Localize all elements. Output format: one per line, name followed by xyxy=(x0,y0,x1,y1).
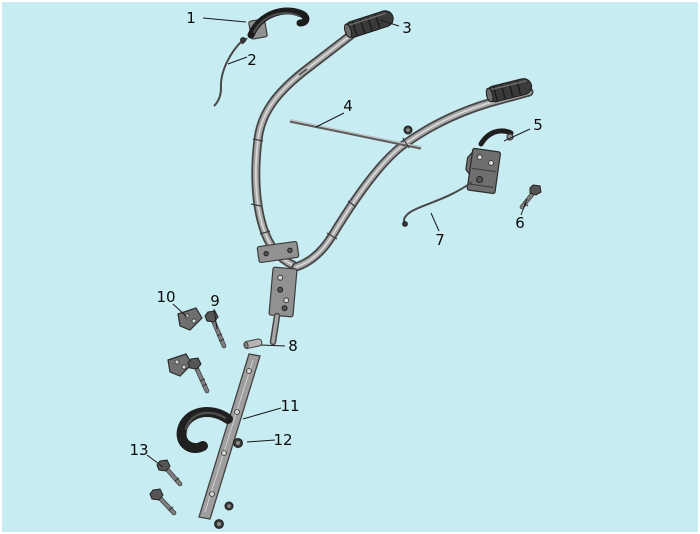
bracket-bolt xyxy=(519,184,542,210)
handlebar-grip-right xyxy=(485,78,533,103)
carriage-bolt-lower xyxy=(187,357,210,394)
control-cable xyxy=(402,181,473,227)
control-bracket xyxy=(465,147,501,195)
handlebar-grip-left xyxy=(343,10,394,39)
upper-handlebar-tube-right xyxy=(291,87,534,272)
callout-5: 5 xyxy=(533,116,543,134)
callout-7: 7 xyxy=(435,231,445,249)
flange-nut xyxy=(233,438,243,448)
callout-2: 2 xyxy=(247,51,257,69)
mount-bracket-upper xyxy=(177,307,203,331)
throttle-lever xyxy=(241,7,310,45)
callout-13: 13 xyxy=(129,441,148,459)
carry-handle-grip xyxy=(176,407,233,453)
callout-9: 9 xyxy=(210,292,220,310)
callout-4: 4 xyxy=(343,97,353,115)
handlebar-mount-plate xyxy=(268,266,298,318)
mount-post-stub xyxy=(269,312,281,346)
bottom-nut-1 xyxy=(224,501,234,511)
bottom-nut-2 xyxy=(214,519,224,529)
handlebar-cross-brace xyxy=(289,119,422,150)
tube-mount-nut xyxy=(403,125,413,135)
mount-bracket-lower xyxy=(167,353,193,377)
hex-bolt-lower xyxy=(149,488,177,516)
callout-1: 1 xyxy=(186,9,196,27)
callout-10: 10 xyxy=(156,288,175,306)
callout-3: 3 xyxy=(402,19,412,37)
throttle-cable xyxy=(213,37,246,107)
callout-leader-lines xyxy=(146,17,531,468)
hex-bolt-upper xyxy=(156,459,183,487)
carriage-bolt-upper xyxy=(204,310,227,349)
spacer-pin xyxy=(243,338,263,349)
callout-8: 8 xyxy=(288,337,298,355)
control-lever xyxy=(478,128,514,147)
callout-11: 11 xyxy=(280,397,299,415)
callout-12: 12 xyxy=(273,431,292,449)
callout-labels: 1 2 3 4 5 6 7 8 9 10 11 12 13 xyxy=(129,9,542,459)
handlebar-clamp xyxy=(256,240,300,264)
tube-joint-marks xyxy=(250,68,410,240)
lower-handle-bar xyxy=(198,353,261,520)
callout-6: 6 xyxy=(515,214,525,232)
